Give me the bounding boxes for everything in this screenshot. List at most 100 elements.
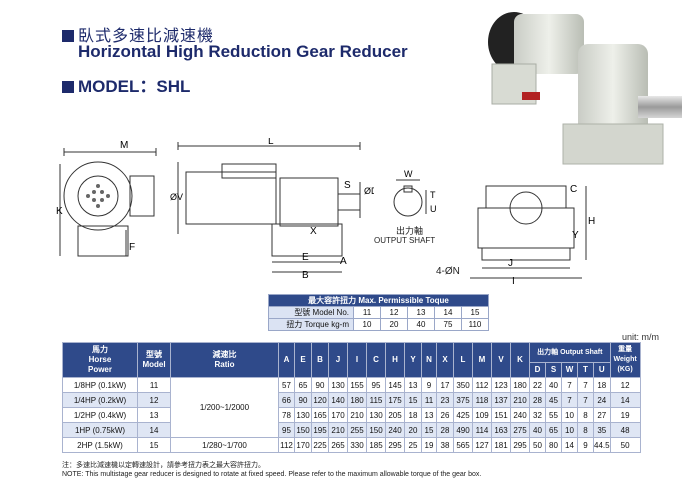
- note-cn: 注：多速比減速機以定轉速設計，請參考扭力表之最大容許扭力。: [62, 461, 265, 469]
- cell-dim: 145: [385, 377, 405, 393]
- cell-dim: 490: [453, 422, 473, 438]
- cell-shaft: 7: [577, 377, 594, 393]
- header-model: 型號 Model: [137, 342, 171, 378]
- note-en: NOTE: This multistage gear reducer is de…: [62, 471, 482, 478]
- label-h: H: [588, 216, 595, 227]
- cell-dim: 130: [328, 377, 348, 393]
- cell-dim: 295: [510, 437, 530, 453]
- cell-dim: 114: [472, 422, 492, 438]
- label-b: B: [302, 270, 309, 280]
- cell-model: 11: [137, 377, 171, 393]
- cell-dim: 165: [311, 407, 329, 423]
- cell-dim: 112: [278, 437, 295, 453]
- cell-dim: 15: [421, 422, 437, 438]
- cell-dim: 180: [347, 392, 367, 408]
- cell-dim: 195: [311, 422, 329, 438]
- cell-shaft: 24: [593, 392, 611, 408]
- label-a: A: [340, 256, 347, 267]
- cell-shaft: 27: [593, 407, 611, 423]
- gear-housing: [578, 44, 648, 134]
- cell-dim: 65: [294, 377, 312, 393]
- spec-header-row: 馬力 Horse Power 型號 Model 減速比 Ratio A E B …: [62, 342, 641, 378]
- label-e: E: [302, 252, 309, 263]
- cell-dim: 140: [328, 392, 348, 408]
- label-v: ØV: [170, 192, 183, 202]
- cell-model: 15: [137, 437, 171, 453]
- cell-dim: 26: [436, 407, 454, 423]
- cell-power: 1/8HP (0.1kW): [62, 377, 138, 393]
- cell-dim: 180: [510, 377, 530, 393]
- cell-dim: 25: [404, 437, 422, 453]
- cell-shaft: 55: [545, 407, 562, 423]
- cell-dim: 210: [328, 422, 348, 438]
- label-hole: 4-ØN: [436, 266, 460, 277]
- model-label: MODEL：SHL: [78, 77, 191, 96]
- gear-reducer-photo: [488, 12, 682, 165]
- cell-shaft: 8: [577, 422, 594, 438]
- cell-dim: 425: [453, 407, 473, 423]
- header-dim: V: [491, 342, 511, 378]
- cell-dim: 151: [491, 407, 511, 423]
- cell-dim: 150: [366, 422, 386, 438]
- cell-weight: 12: [609, 377, 641, 393]
- notes: 注：多速比減速機以定轉速設計，請參考扭力表之最大容許扭力。 NOTE: This…: [62, 461, 481, 479]
- cell-dim: 23: [436, 392, 454, 408]
- shaft-caption-cn: 出力軸: [396, 227, 424, 237]
- cell-power: 2HP (1.5kW): [62, 437, 138, 453]
- spec-table: 馬力 Horse Power 型號 Model 減速比 Ratio A E B …: [62, 342, 641, 453]
- cell-power: 1/4HP (0.2kW): [62, 392, 138, 408]
- cell-dim: 115: [366, 392, 386, 408]
- header-dim: M: [472, 342, 492, 378]
- cell-dim: 175: [385, 392, 405, 408]
- header-shaft: T: [577, 362, 594, 378]
- cell-ratio: 1/200~1/2000: [170, 377, 279, 438]
- cell-dim: 565: [453, 437, 473, 453]
- cell-dim: 210: [510, 392, 530, 408]
- cell-dim: 66: [278, 392, 295, 408]
- header-power: 馬力 Horse Power: [62, 342, 138, 378]
- cell-shaft: 50: [529, 437, 546, 453]
- cell-dim: 20: [404, 422, 422, 438]
- header-dim: N: [421, 342, 437, 378]
- front-view-drawing: C H Y J I: [470, 184, 595, 287]
- shaft-caption-en: OUTPUT SHAFT: [374, 236, 436, 245]
- cell-dim: 265: [328, 437, 348, 453]
- bullet-square-icon: [62, 30, 74, 42]
- cell-dim: 19: [421, 437, 437, 453]
- unit-label: unit: m/m: [622, 332, 660, 342]
- cell-shaft: 8: [577, 407, 594, 423]
- end-view-drawing: M F K: [56, 140, 157, 257]
- header-shaft: D: [529, 362, 546, 378]
- header-shaft: W: [561, 362, 578, 378]
- cell-shaft: 7: [577, 392, 594, 408]
- cell-shaft: 65: [545, 422, 562, 438]
- cell-shaft: 40: [545, 377, 562, 393]
- cell-shaft: 10: [561, 422, 578, 438]
- cell-weight: 14: [609, 392, 641, 408]
- cell-dim: 185: [366, 437, 386, 453]
- output-shaft-drawing: W T U: [393, 169, 437, 217]
- title-cn-text: 臥式多速比減速機: [78, 26, 215, 45]
- cell-power: 1HP (0.75kW): [62, 422, 138, 438]
- label-x: X: [310, 226, 317, 237]
- cell-ratio: 1/280~1/700: [170, 437, 279, 453]
- cell-shaft: 7: [561, 377, 578, 393]
- header-ratio: 減速比 Ratio: [170, 342, 279, 378]
- cell-dim: 210: [347, 407, 367, 423]
- header-dim: C: [366, 342, 386, 378]
- cell-shaft: 7: [561, 392, 578, 408]
- cell-dim: 375: [453, 392, 473, 408]
- bullet-square-icon: [62, 81, 74, 93]
- cell-dim: 130: [294, 407, 312, 423]
- label-t: T: [430, 190, 436, 200]
- motor-body: [514, 14, 584, 74]
- brand-plate: [522, 92, 540, 100]
- cell-shaft: 80: [545, 437, 562, 453]
- cell-dim: 275: [510, 422, 530, 438]
- header-dim: A: [278, 342, 295, 378]
- header-dim: H: [385, 342, 405, 378]
- cell-dim: 57: [278, 377, 295, 393]
- cell-shaft: 28: [529, 392, 546, 408]
- cell-dim: 225: [311, 437, 329, 453]
- cell-shaft: 32: [529, 407, 546, 423]
